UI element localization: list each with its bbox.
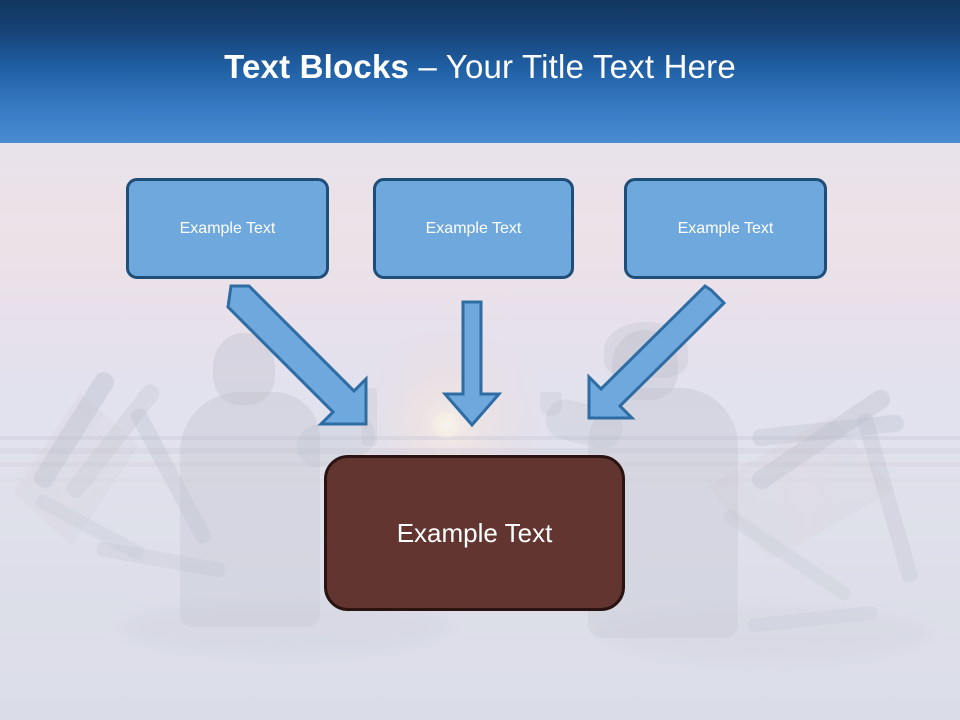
text-block-3[interactable]: Example Text <box>624 178 827 279</box>
arrow-down-right-icon <box>226 284 368 426</box>
arrow-down-left-icon <box>587 284 727 420</box>
text-block-2-label: Example Text <box>425 219 522 237</box>
text-block-result-label: Example Text <box>396 517 553 548</box>
text-block-2[interactable]: Example Text <box>373 178 574 279</box>
text-block-1[interactable]: Example Text <box>126 178 329 279</box>
glass-icon <box>540 392 562 416</box>
arrow-down-icon <box>441 300 503 428</box>
text-block-3-label: Example Text <box>677 219 774 237</box>
title-bar: Text Blocks – Your Title Text Here <box>0 0 960 143</box>
slide-title-rest: – Your Title Text Here <box>418 48 736 85</box>
text-block-result[interactable]: Example Text <box>324 455 625 611</box>
slide-title-bold: Text Blocks <box>224 48 419 85</box>
slide-title: Text Blocks – Your Title Text Here <box>0 46 960 88</box>
text-block-1-label: Example Text <box>179 219 276 237</box>
